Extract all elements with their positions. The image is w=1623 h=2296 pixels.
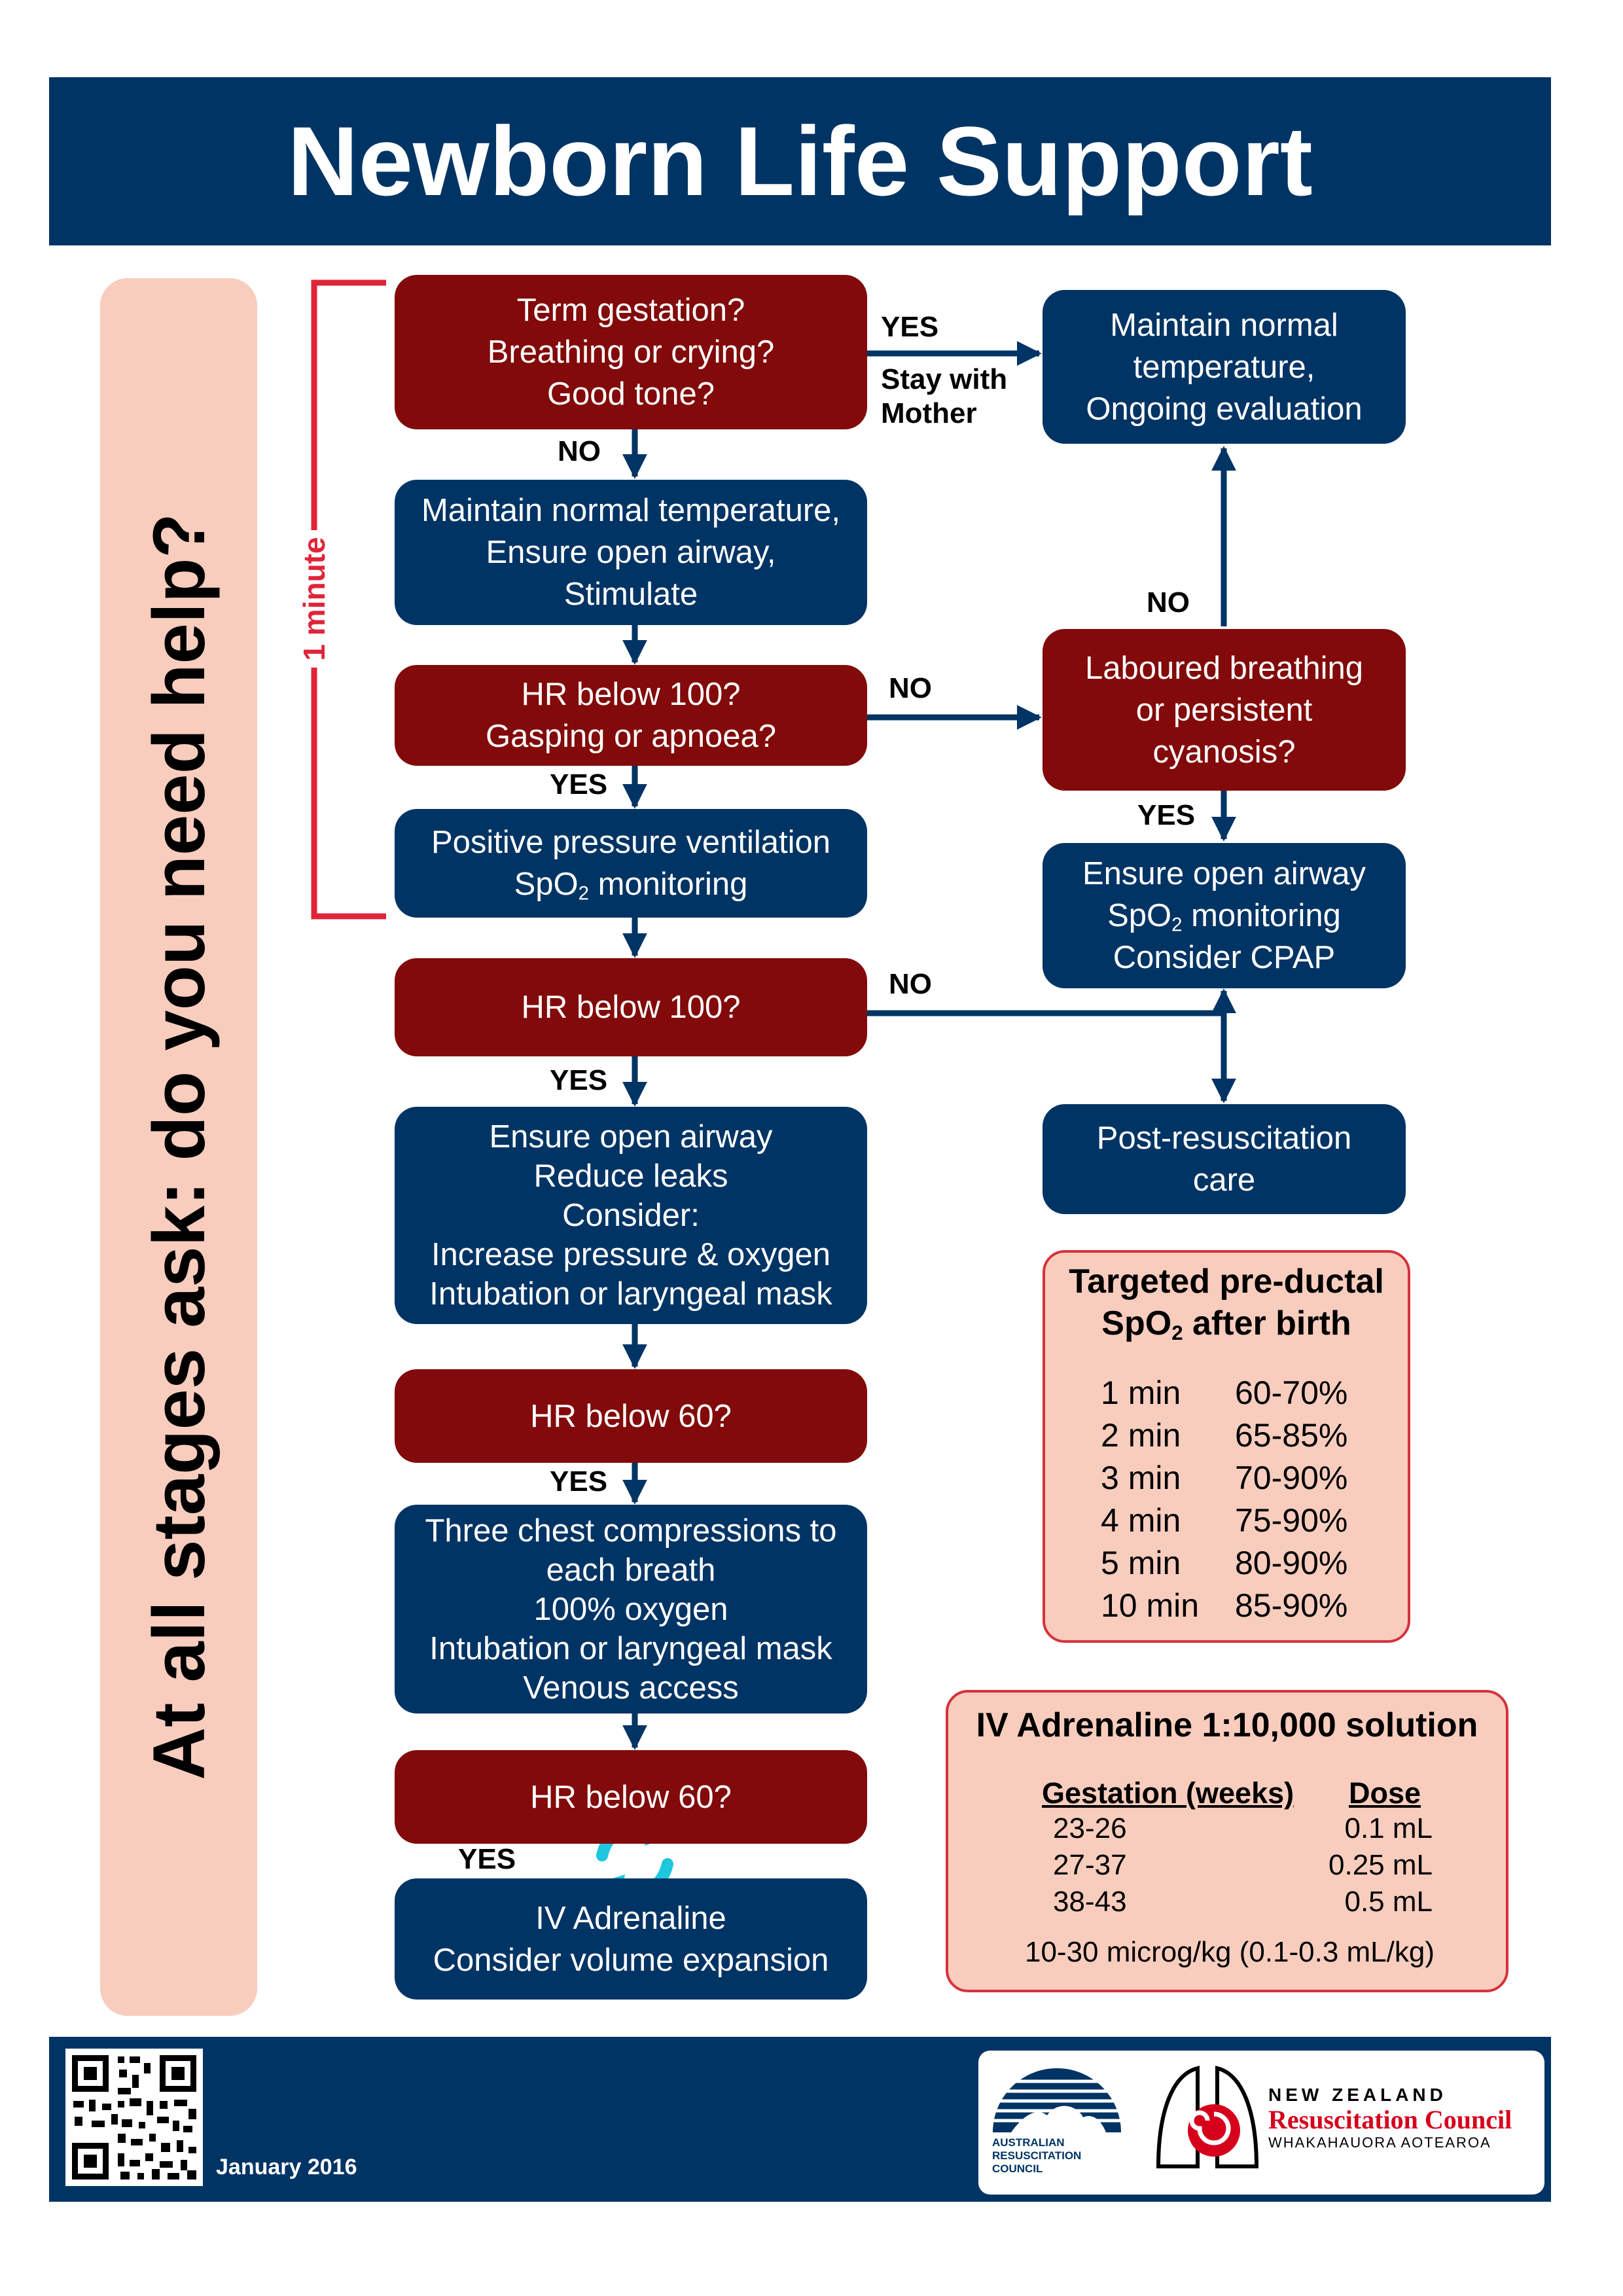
no-label-hr100-a: NO (889, 672, 932, 704)
hr-below-60-question-second: HR below 60? (395, 1750, 867, 1844)
spo2-panel-title: Targeted pre-ductal SpO2 after birth (1069, 1263, 1384, 1344)
publication-date: January 2016 (216, 2155, 357, 2179)
yes-label-hr60-b: YES (458, 1843, 516, 1875)
no-label-laboured: NO (1147, 586, 1190, 619)
new-zealand-resuscitation-council-logo (1156, 2066, 1259, 2168)
australian-resuscitation-council-logo (993, 2068, 1121, 2132)
hr-below-100-gasping-question: HR below 100?Gasping or apnoea? (395, 665, 867, 766)
qr-code-icon[interactable] (65, 2049, 203, 2186)
gestation-column-header: Gestation (weeks) (1042, 1776, 1294, 1810)
adrenaline-panel-title: IV Adrenaline 1:10,000 solution (976, 1706, 1478, 1744)
help-sidebar (100, 278, 257, 2016)
nz-logo-text: NEW ZEALAND Resuscitation Council WHAKAH… (1268, 2085, 1512, 2151)
yes-label-hr100-b: YES (550, 1064, 608, 1096)
yes-label-term: YES (881, 311, 939, 343)
dose-column-header: Dose (1349, 1776, 1421, 1810)
yes-label-hr60-a: YES (550, 1465, 608, 1498)
hr-below-100-question: HR below 100? (395, 958, 867, 1056)
one-minute-label: 1 minute (296, 530, 332, 668)
term-gestation-question: Term gestation?Breathing or crying?Good … (395, 275, 867, 429)
yes-label-hr100-a: YES (550, 768, 608, 800)
adrenaline-dose-panel: IV Adrenaline 1:10,000 solution Gestatio… (946, 1690, 1508, 1992)
hr-below-60-question-first: HR below 60? (395, 1369, 867, 1463)
spo2-target-panel: Targeted pre-ductal SpO2 after birth 1 m… (1043, 1250, 1410, 1643)
maintain-temperature-step: Maintain normal temperature,Ensure open … (395, 480, 867, 625)
no-label-hr100-b: NO (889, 968, 932, 1000)
ppv-step: Positive pressure ventilation SpO2 monit… (395, 809, 867, 918)
cpap-step: Ensure open airway SpO2 monitoring Consi… (1043, 843, 1406, 988)
no-label-term: NO (558, 435, 601, 467)
yes-label-laboured: YES (1137, 799, 1196, 831)
adrenaline-dose-note: 10-30 microg/kg (0.1-0.3 mL/kg) (1024, 1936, 1435, 1968)
page-title: Newborn Life Support (49, 77, 1551, 245)
